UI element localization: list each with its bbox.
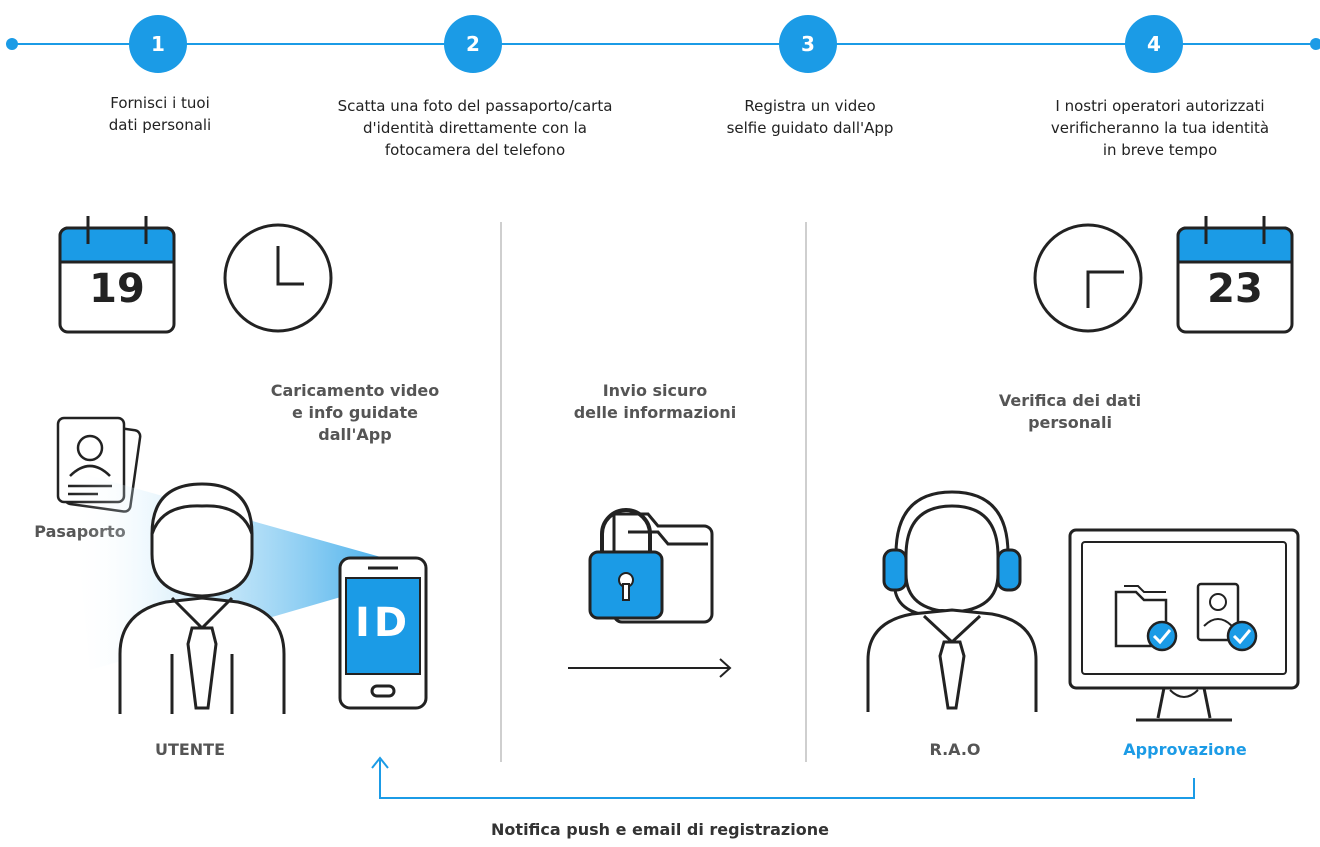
calendar-right-icon: 23	[1176, 214, 1294, 334]
section-upload-heading: Caricamento video e info guidate dall'Ap…	[270, 381, 440, 444]
step-1-number: 1	[129, 15, 187, 73]
divider-left	[500, 222, 502, 762]
step-1-text: Fornisci i tuoi dati personali	[108, 94, 212, 134]
user-icon	[118, 482, 286, 714]
calendar-left-day: 19	[89, 266, 145, 312]
rao-label: R.A.O	[929, 740, 981, 759]
section-secure-heading: Invio sicuro delle informazioni	[573, 381, 737, 422]
step-3-number: 3	[779, 15, 837, 73]
section-verify-heading: Verifica dei dati personali	[998, 391, 1142, 432]
monitor-icon	[1068, 528, 1300, 722]
clock-right-icon	[1033, 223, 1143, 333]
step-2-number: 2	[444, 15, 502, 73]
calendar-right-day: 23	[1207, 266, 1263, 312]
step-2-text: Scatta una foto del passaporto/carta d'i…	[337, 97, 613, 159]
feedback-bracket	[371, 756, 1195, 799]
divider-right	[805, 222, 807, 762]
lock-folder-icon	[588, 508, 714, 624]
arrow-right-icon	[568, 658, 732, 678]
clock-left-icon	[223, 223, 333, 333]
phone-logo: ID	[354, 600, 412, 646]
user-label: UTENTE	[154, 740, 226, 759]
step-4-number: 4	[1125, 15, 1183, 73]
step-4-text: I nostri operatori autorizzati verifiche…	[1050, 97, 1270, 159]
footer-note: Notifica push e email di registrazione	[491, 820, 829, 839]
timeline	[6, 38, 1320, 50]
phone-icon: ID	[338, 556, 428, 710]
calendar-left-icon: 19	[58, 214, 176, 334]
approval-label: Approvazione	[1123, 740, 1247, 759]
operator-icon	[866, 490, 1038, 712]
step-3-text: Registra un video selfie guidato dall'Ap…	[726, 97, 894, 137]
